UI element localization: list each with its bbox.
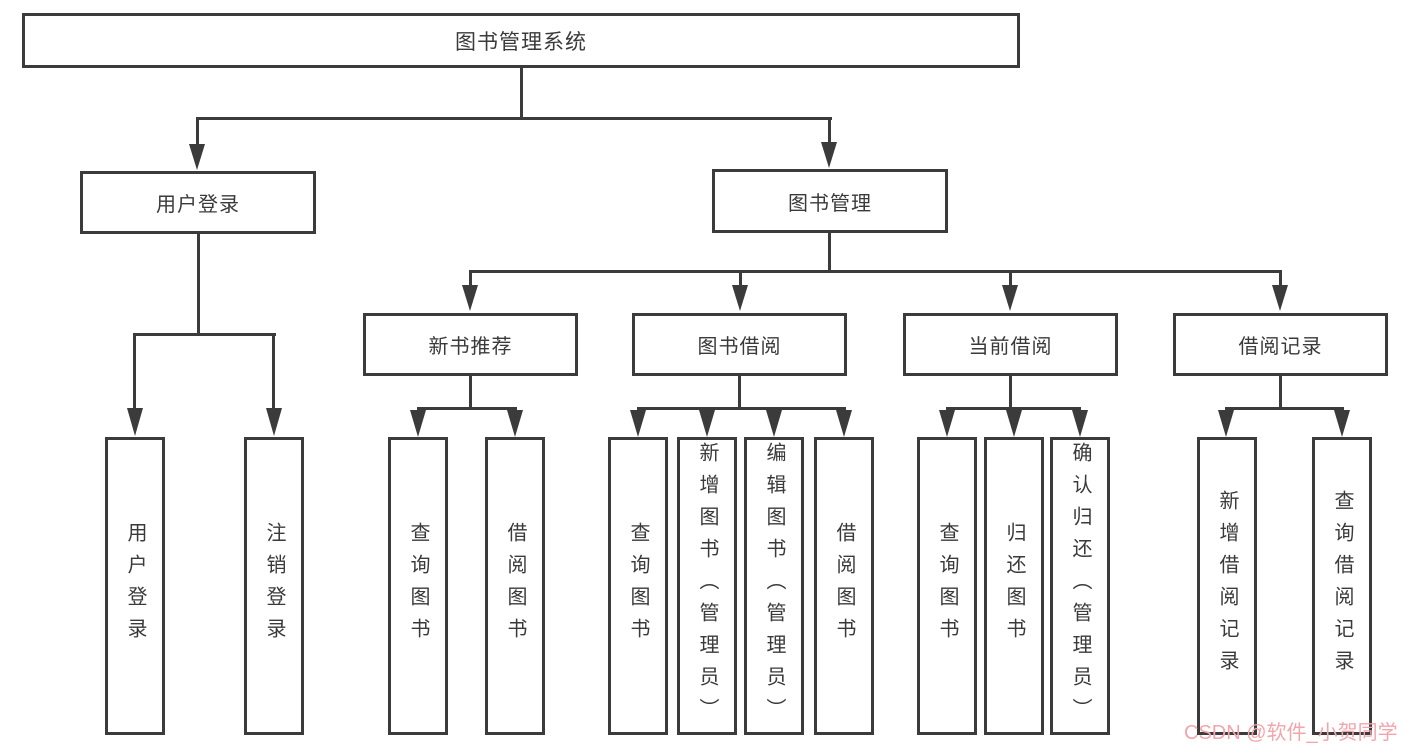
node-current-borrow: 当前借阅 (903, 313, 1118, 376)
arrowhead-down (189, 144, 205, 170)
arrowhead-down (507, 410, 523, 437)
node-logout-action: 注销登录 (244, 437, 304, 735)
node-borrow-edit-books-admin-label: 编辑图书（管理员） (763, 442, 785, 730)
arrowhead-down (1072, 410, 1088, 437)
node-recommend-query-books: 查询图书 (388, 437, 448, 735)
node-records-query-record: 查询借阅记录 (1312, 437, 1372, 735)
arrowhead-down (1006, 410, 1022, 437)
connector-substem (738, 376, 741, 409)
arrowhead-down (462, 285, 478, 311)
arrowhead-down (410, 410, 426, 437)
connector-arrow-stem (828, 117, 831, 143)
node-current-return-books-label: 归还图书 (1003, 522, 1025, 650)
node-new-book-recommend-label: 新书推荐 (428, 336, 513, 358)
connector-arrow-stem (272, 333, 275, 409)
watermark-text: CSDN @软件_小贺同学 (1184, 722, 1398, 744)
node-library-system: 图书管理系统 (22, 13, 1020, 68)
node-new-book-recommend: 新书推荐 (363, 313, 578, 376)
connector-level2-hline (469, 270, 1282, 273)
arrowhead-down (1218, 410, 1234, 437)
node-records-add-record: 新增借阅记录 (1197, 437, 1257, 735)
connector-arrow-stem (1009, 270, 1012, 287)
node-borrow-add-books-admin: 新增图书（管理员） (677, 437, 737, 735)
connector-arrow-stem (469, 270, 472, 287)
node-records-query-record-label: 查询借阅记录 (1331, 490, 1353, 682)
node-current-return-books: 归还图书 (984, 437, 1044, 735)
node-recommend-borrow-books-label: 借阅图书 (504, 522, 526, 650)
node-borrow-query-books-label: 查询图书 (627, 522, 649, 650)
connector-userlogin-hline (133, 333, 276, 336)
arrowhead-down (732, 285, 748, 311)
node-book-management-label: 图书管理 (788, 192, 872, 215)
arrowhead-down (127, 408, 143, 436)
connector-substem (469, 376, 472, 409)
connector-substem (1009, 376, 1012, 409)
node-recommend-borrow-books: 借阅图书 (485, 437, 545, 735)
node-borrow-records: 借阅记录 (1173, 313, 1388, 376)
node-book-borrow-label: 图书借阅 (697, 336, 782, 358)
node-user-login-action-label: 用户登录 (124, 522, 146, 650)
arrowhead-down (1272, 285, 1288, 311)
connector-arrow-stem (1279, 270, 1282, 287)
connector-sub-hline (946, 407, 1081, 410)
connector-bookmgmt-stem (828, 233, 831, 272)
connector-level1-hline (196, 117, 832, 120)
node-borrow-query-books: 查询图书 (608, 437, 668, 735)
arrowhead-down (821, 142, 837, 168)
node-current-confirm-return-admin: 确认归还（管理员） (1050, 437, 1110, 735)
node-borrow-edit-books-admin: 编辑图书（管理员） (744, 437, 804, 735)
node-book-borrow: 图书借阅 (632, 313, 847, 376)
arrowhead-down (766, 410, 782, 437)
node-borrow-borrow-books-label: 借阅图书 (833, 522, 855, 650)
connector-arrow-stem (133, 333, 136, 409)
node-current-borrow-label: 当前借阅 (968, 336, 1053, 358)
node-records-add-record-label: 新增借阅记录 (1216, 490, 1238, 682)
node-user-login: 用户登录 (80, 171, 316, 234)
connector-arrow-stem (196, 117, 199, 145)
arrowhead-down (266, 408, 282, 436)
node-recommend-query-books-label: 查询图书 (407, 522, 429, 650)
connector-userlogin-stem (197, 234, 200, 336)
node-library-system-label: 图书管理系统 (455, 30, 587, 54)
arrowhead-down (1334, 410, 1350, 437)
arrowhead-down (699, 410, 715, 437)
node-user-login-label: 用户登录 (156, 194, 240, 216)
node-borrow-records-label: 借阅记录 (1238, 336, 1323, 358)
node-borrow-borrow-books: 借阅图书 (814, 437, 874, 735)
node-book-management: 图书管理 (712, 169, 948, 233)
node-current-query-books: 查询图书 (917, 437, 977, 735)
node-current-query-books-label: 查询图书 (936, 522, 958, 650)
connector-root-stem (520, 68, 523, 120)
connector-arrow-stem (739, 270, 742, 287)
connector-sub-hline (417, 407, 517, 410)
node-logout-action-label: 注销登录 (263, 522, 285, 650)
connector-substem (1279, 376, 1282, 409)
arrowhead-down (630, 410, 646, 437)
node-current-confirm-return-admin-label: 确认归还（管理员） (1069, 442, 1091, 730)
connector-sub-hline (637, 407, 846, 410)
arrowhead-down (939, 410, 955, 437)
node-borrow-add-books-admin-label: 新增图书（管理员） (696, 442, 718, 730)
arrowhead-down (1002, 285, 1018, 311)
connector-sub-hline (1225, 407, 1344, 410)
arrowhead-down (836, 410, 852, 437)
node-user-login-action: 用户登录 (105, 437, 165, 735)
